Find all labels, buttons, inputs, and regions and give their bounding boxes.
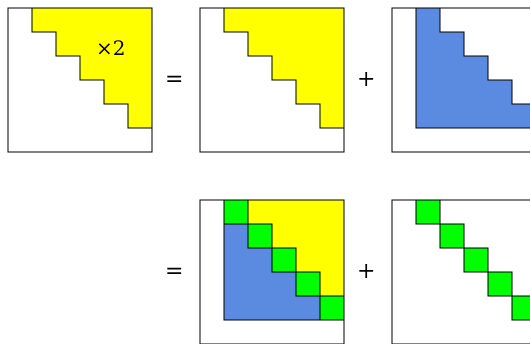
diagonal-cell xyxy=(463,247,489,273)
diagonal-cell xyxy=(439,223,465,249)
equals-sign-top: = xyxy=(165,67,183,92)
diagonal-cell xyxy=(415,199,441,225)
panel-lower-with-diagonal xyxy=(391,7,530,153)
diagonal-cell xyxy=(295,271,321,297)
panel-frame xyxy=(391,199,530,344)
lower-inclusive-region xyxy=(415,7,530,129)
diagonal-cell xyxy=(271,247,297,273)
strict-upper-region xyxy=(31,7,153,129)
plus-sign-top: + xyxy=(357,67,375,92)
times-two-label: ×2 xyxy=(96,36,125,60)
diagonal-cell xyxy=(223,199,249,225)
diagonal-cell xyxy=(247,223,273,249)
diagonal-cell xyxy=(319,295,345,321)
diagonal-cell xyxy=(511,295,530,321)
panel-frame xyxy=(199,7,345,153)
panel-combined xyxy=(199,199,345,344)
panel-frame xyxy=(7,7,153,153)
panel-frame xyxy=(199,199,345,344)
equals-sign-bottom: = xyxy=(165,259,183,284)
panel-diagonal xyxy=(391,199,530,344)
panel-frame xyxy=(391,7,530,153)
panel-strict-upper xyxy=(199,7,345,153)
diagonal-cell xyxy=(487,271,513,297)
panel-strict-upper-times-two xyxy=(7,7,153,153)
strict-upper-region xyxy=(223,7,345,129)
plus-sign-bottom: + xyxy=(357,259,375,284)
